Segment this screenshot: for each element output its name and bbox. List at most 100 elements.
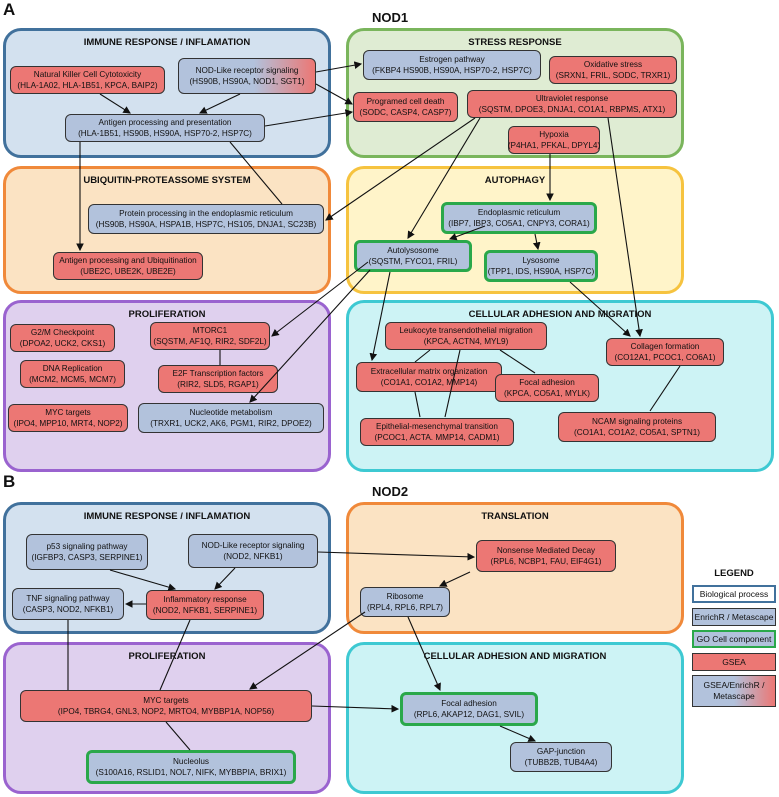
- group-title: IMMUNE RESPONSE / INFLAMATION: [83, 511, 251, 522]
- group-title: PROLIFERATION: [128, 651, 206, 662]
- node-myc-targets-nod1: MYC targets (IPO4, MPP10, MRT4, NOP2): [8, 404, 128, 432]
- node-tnf-signaling: TNF signaling pathway (CASP3, NOD2, NFKB…: [12, 588, 124, 620]
- node-oxidative-stress: Oxidative stress (SRXN1, FRIL, SODC, TRX…: [549, 56, 677, 84]
- panel-b-title: NOD2: [371, 484, 409, 499]
- node-genes: (MCM2, MCM5, MCM7): [29, 375, 116, 384]
- node-name: MYC targets: [143, 696, 189, 705]
- node-name: Extracellular matrix organization: [370, 367, 488, 376]
- panel-a-letter: A: [3, 0, 16, 19]
- node-er-protein-processing: Protein processing in the endoplasmic re…: [88, 204, 324, 234]
- node-e2f-transcription: E2F Transcription factors (RIR2, SLD5, R…: [158, 365, 278, 393]
- node-genes: (IPO4, TBRG4, GNL3, NOP2, MRTO4, MYBBP1A…: [57, 707, 275, 716]
- node-name: TNF signaling pathway: [26, 594, 110, 603]
- node-genes: (HS90B, HS90A, NOD1, SGT1): [189, 77, 305, 86]
- node-name: Nucleotide metabolism: [189, 408, 273, 417]
- node-genes: (NOD2, NFKB1): [223, 552, 283, 561]
- group-title: TRANSLATION: [481, 511, 549, 522]
- node-antigen-presentation: Antigen processing and presentation (HLA…: [65, 114, 265, 142]
- node-genes: (TPP1, IDS, HS90A, HSP7C): [487, 267, 595, 276]
- node-nucleolus: Nucleolus (S100A16, RSLID1, NOL7, NIFK, …: [86, 750, 296, 784]
- node-genes: (DPOA2, UCK2, CKS1): [19, 339, 106, 348]
- node-hypoxia: Hypoxia (P4HA1, PFKAL, DPYL4): [508, 126, 600, 154]
- node-genes: (IPO4, MPP10, MRT4, NOP2): [13, 419, 123, 428]
- node-name: Autolysosome: [387, 246, 439, 255]
- node-genes: (P4HA1, PFKAL, DPYL4): [507, 141, 601, 150]
- node-genes: (RPL4, RPL6, RPL7): [367, 603, 443, 612]
- node-name: Estrogen pathway: [419, 55, 485, 64]
- node-name: Lysosome: [522, 256, 560, 265]
- panel-a-title: NOD1: [371, 10, 409, 25]
- node-gap-junction: GAP-junction (TUBB2B, TUB4A4): [510, 742, 612, 772]
- node-name: Programed cell death: [366, 97, 445, 106]
- node-genes: (SQSTM, DPOE3, DNJA1, CO1A1, RBPMS, ATX1…: [478, 105, 666, 114]
- node-name: MYC targets: [45, 408, 91, 417]
- node-programed-cell-death: Programed cell death (SODC, CASP4, CASP7…: [353, 92, 458, 122]
- node-nk-cytotoxicity: Natural Killer Cell Cytotoxicity (HLA-1A…: [10, 66, 165, 94]
- node-leukocyte-migration: Leukocyte transendothelial migration (KP…: [385, 322, 547, 350]
- node-name: GAP-junction: [536, 747, 586, 756]
- node-genes: (NOD2, NFKB1, SERPINE1): [152, 606, 258, 615]
- node-p53-signaling: p53 signaling pathway (IGFBP3, CASP3, SE…: [26, 534, 148, 570]
- node-collagen-formation: Collagen formation (CO12A1, PCOC1, CO6A1…: [606, 338, 724, 366]
- node-name: Ultraviolet response: [535, 94, 609, 103]
- node-dna-replication: DNA Replication (MCM2, MCM5, MCM7): [20, 360, 125, 388]
- node-genes: (KPCA, ACTN4, MYL9): [423, 337, 509, 346]
- legend-title: LEGEND: [714, 568, 754, 579]
- node-name: Endoplasmic reticulum: [477, 208, 561, 217]
- node-antigen-ubiquitination: Antigen processing and Ubiquitination (U…: [53, 252, 203, 280]
- node-name: p53 signaling pathway: [46, 542, 128, 551]
- node-name: Collagen formation: [630, 342, 700, 351]
- node-genes: (PCOC1, ACTA. MMP14, CADM1): [374, 433, 500, 442]
- node-genes: (CO1A1, CO1A2, CO5A1, SPTN1): [573, 428, 701, 437]
- node-name: Epithelial-mesenchymal transition: [376, 422, 498, 431]
- node-genes: (CO12A1, PCOC1, CO6A1): [614, 353, 716, 362]
- node-autolysosome: Autolysosome (SQSTM, FYCO1, FRIL): [354, 240, 472, 272]
- node-ncam-signaling: NCAM signaling proteins (CO1A1, CO1A2, C…: [558, 412, 716, 442]
- legend-biological-process: Biological process: [692, 585, 776, 603]
- node-genes: (RPL6, AKAP12, DAG1, SVIL): [413, 710, 525, 719]
- node-emt: Epithelial-mesenchymal transition (PCOC1…: [360, 418, 514, 446]
- node-genes: (IGFBP3, CASP3, SERPINE1): [31, 553, 143, 562]
- node-lysosome: Lysosome (TPP1, IDS, HS90A, HSP7C): [484, 250, 598, 282]
- node-genes: (IBP7, IBP3, CO5A1, CNPY3, CORA1): [448, 219, 590, 228]
- group-title: PROLIFERATION: [128, 309, 206, 320]
- group-title: STRESS RESPONSE: [468, 37, 562, 48]
- node-genes: (SRXN1, FRIL, SODC, TRXR1): [555, 71, 671, 80]
- node-genes: (FKBP4 HS90B, HS90A, HSP70-2, HSP7C): [372, 66, 532, 75]
- legend-gsea: GSEA: [692, 653, 776, 671]
- group-title: UBIQUITIN-PROTEASSOME SYSTEM: [83, 175, 251, 186]
- node-genes: (TRXR1, UCK2, AK6, PGM1, RIR2, DPOE2): [150, 419, 312, 428]
- node-genes: (S100A16, RSLID1, NOL7, NIFK, MYBBPIA, B…: [95, 768, 287, 777]
- node-genes: (KPCA, CO5A1, MYLK): [504, 389, 590, 398]
- node-nucleotide-metabolism: Nucleotide metabolism (TRXR1, UCK2, AK6,…: [138, 403, 324, 433]
- group-title: CELLULAR ADHESION AND MIGRATION: [468, 309, 652, 320]
- node-inflammatory-response: Inflammatory response (NOD2, NFKB1, SERP…: [146, 590, 264, 620]
- node-name: DNA Replication: [42, 364, 103, 373]
- node-endoplasmic-reticulum: Endoplasmic reticulum (IBP7, IBP3, CO5A1…: [441, 202, 597, 234]
- node-nonsense-mediated-decay: Nonsense Mediated Decay (RPL6, NCBP1, FA…: [476, 540, 616, 572]
- legend-enrichr-metascape: EnrichR / Metascape: [692, 608, 776, 626]
- node-name: Hypoxia: [539, 130, 569, 139]
- node-focal-adhesion-nod2: Focal adhesion (RPL6, AKAP12, DAG1, SVIL…: [400, 692, 538, 726]
- panel-b-letter: B: [3, 472, 16, 491]
- node-ultraviolet-response: Ultraviolet response (SQSTM, DPOE3, DNJA…: [467, 90, 677, 118]
- node-name: Oxidative stress: [583, 60, 643, 69]
- node-name: NOD-Like receptor signaling: [195, 66, 299, 75]
- node-genes: (CASP3, NOD2, NFKB1): [22, 605, 114, 614]
- node-genes: (UBE2C, UBE2K, UBE2E): [80, 267, 176, 276]
- node-mtorc1: MTORC1 (SQSTM, AF1Q, RIR2, SDF2L): [150, 322, 270, 350]
- node-name: Focal adhesion: [519, 378, 575, 387]
- node-name: Nonsense Mediated Decay: [496, 546, 596, 555]
- group-title: CELLULAR ADHESION AND MIGRATION: [423, 651, 607, 662]
- node-name: NCAM signaling proteins: [591, 417, 683, 426]
- group-title: AUTOPHAGY: [484, 175, 546, 186]
- legend-go-cell-component: GO Cell component: [692, 630, 776, 648]
- node-nod-like-receptor-nod2: NOD-Like receptor signaling (NOD2, NFKB1…: [188, 534, 318, 568]
- node-genes: (HLA-1B51, HS90B, HS90A, HSP70-2, HSP7C): [78, 129, 252, 138]
- node-genes: (HS90B, HS90A, HSPA1B, HSP7C, HS105, DNJ…: [95, 220, 317, 229]
- legend-gsea-enrichr-metascape: GSEA/EnrichR / Metascape: [692, 675, 776, 707]
- node-genes: (SODC, CASP4, CASP7): [359, 108, 452, 117]
- node-name: NOD-Like receptor signaling: [201, 541, 305, 550]
- node-g2m-checkpoint: G2/M Checkpoint (DPOA2, UCK2, CKS1): [10, 324, 115, 352]
- node-name: Inflammatory response: [163, 595, 247, 604]
